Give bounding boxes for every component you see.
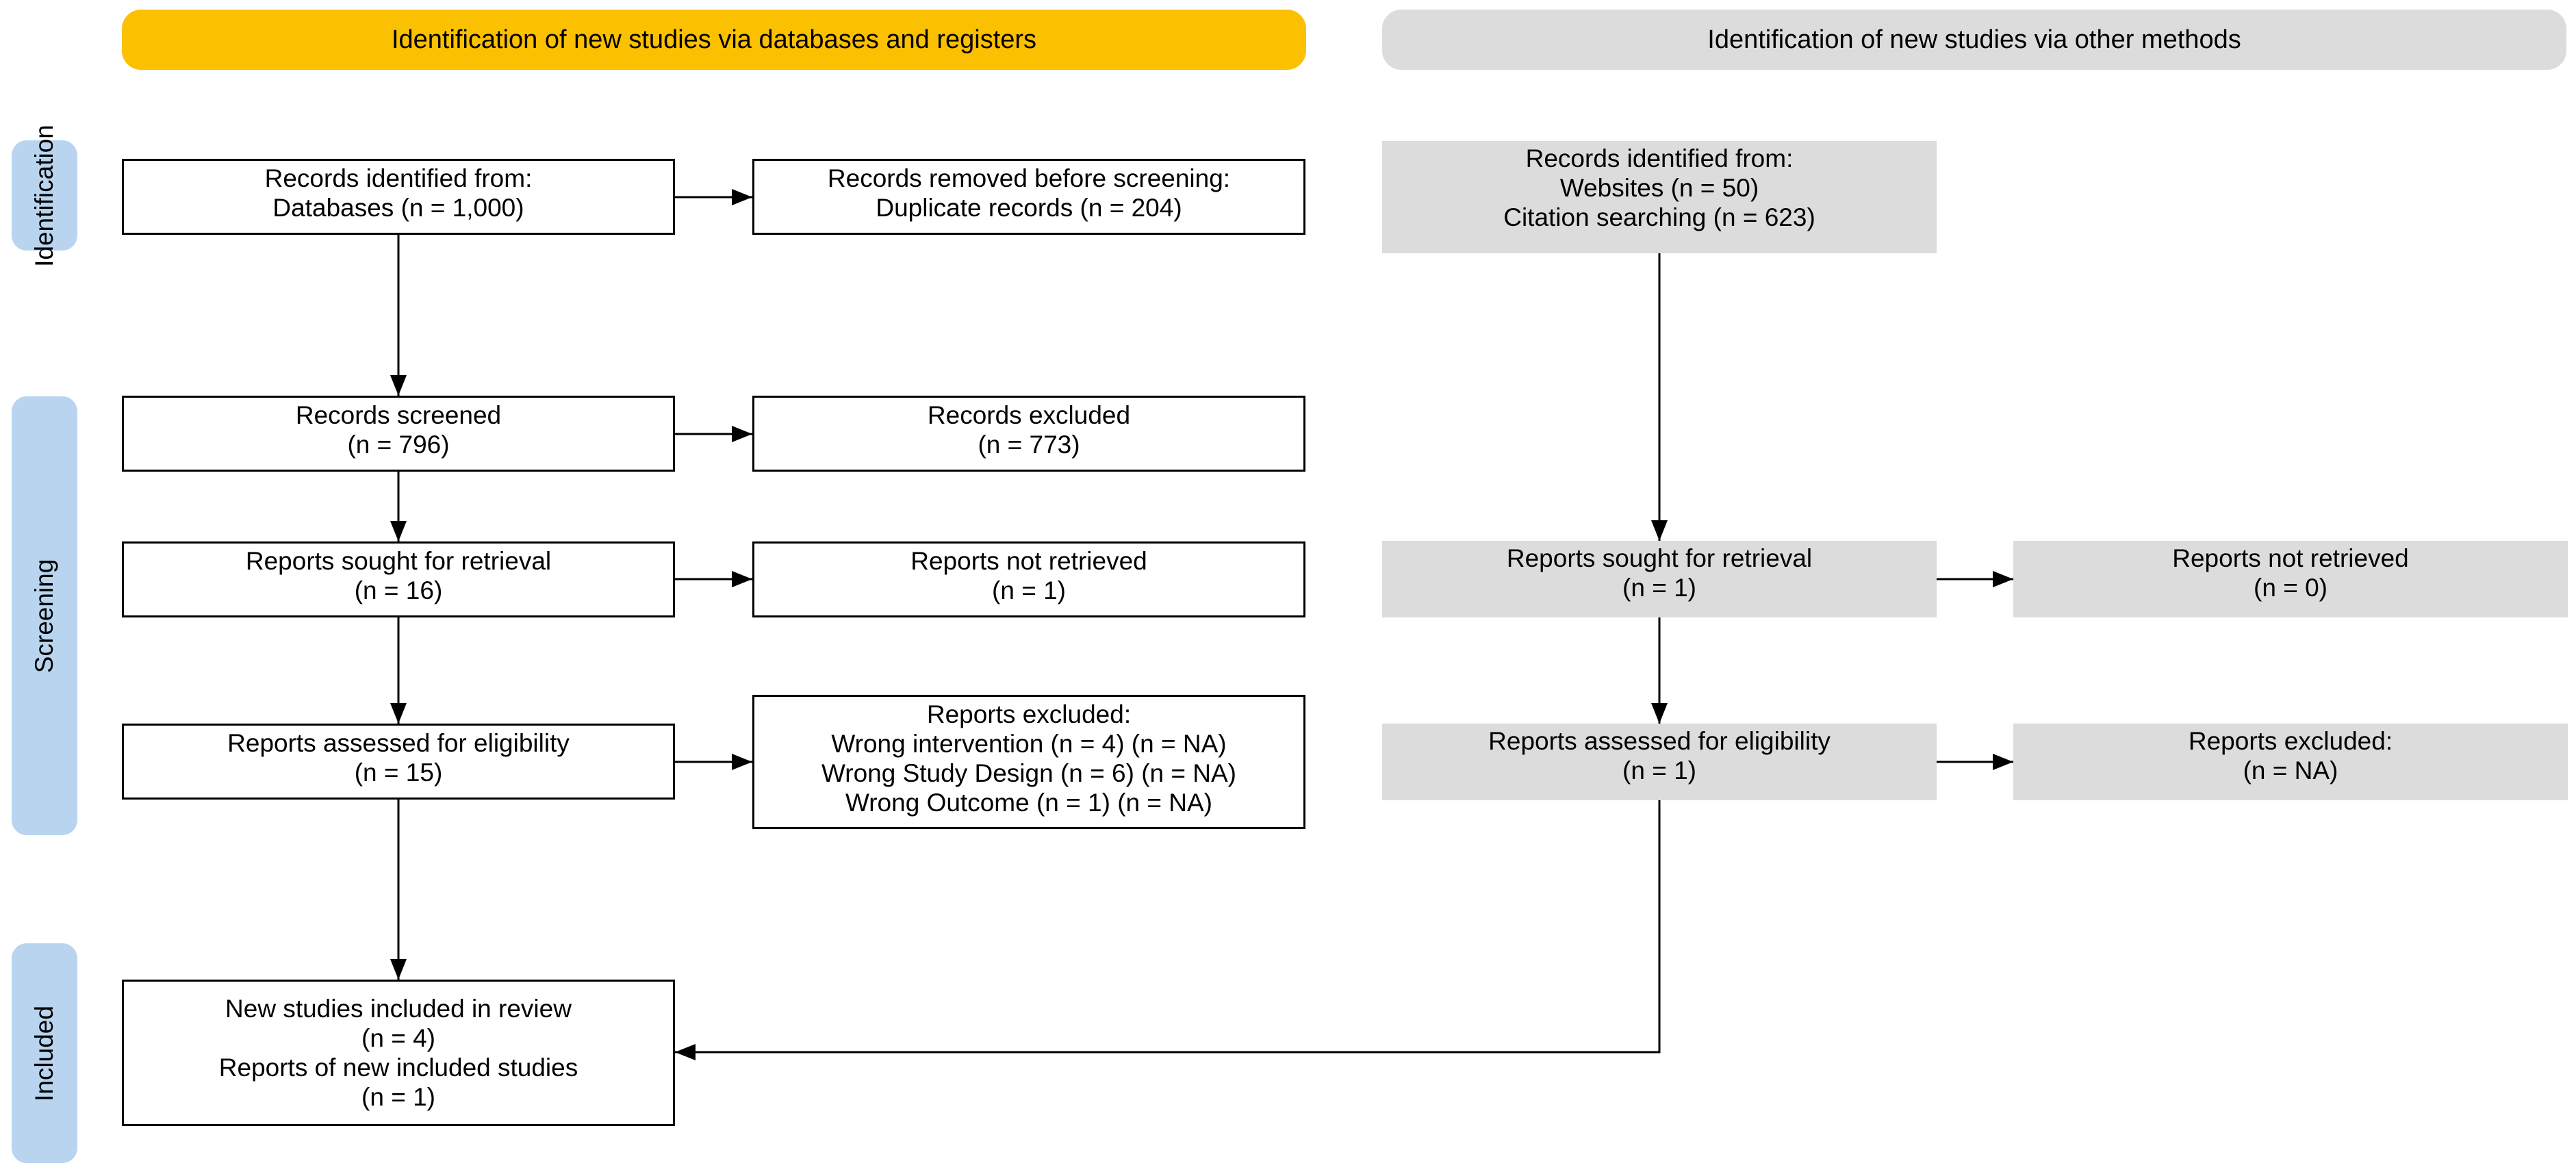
databases-header: Identification of new studies via databa… [122,10,1306,70]
reports-assessed-box: Reports assessed for eligibility (n = 15… [122,724,675,800]
box-line: (n = 16) [354,576,443,604]
box-line: (n = 1) [1622,756,1696,784]
box-line: New studies included in review [225,995,572,1023]
box-line: Records identified from: [264,164,533,192]
records-screened-box: Records screened (n = 796) [122,396,675,472]
box-line: Reports not retrieved [2172,544,2409,572]
box-line: Records identified from: [1525,144,1794,173]
records-removed-box: Records removed before screening: Duplic… [752,159,1305,235]
other-records-identified-box: Records identified from: Websites (n = 5… [1382,141,1937,253]
box-line: (n = NA) [2243,756,2338,784]
reports-not-retrieved-box: Reports not retrieved (n = 1) [752,541,1305,617]
box-line: (n = 1) [1622,574,1696,602]
box-line: Reports assessed for eligibility [227,729,570,757]
box-line: Wrong Outcome (n = 1) (n = NA) [845,789,1212,817]
other-methods-header-label: Identification of new studies via other … [1707,25,2241,54]
box-line: Websites (n = 50) [1559,174,1759,202]
other-reports-assessed-box: Reports assessed for eligibility (n = 1) [1382,724,1937,800]
box-line: Duplicate records (n = 204) [876,194,1182,222]
box-line: Citation searching (n = 623) [1503,203,1815,231]
box-line: Records screened [295,401,502,429]
box-line: (n = 796) [347,431,450,459]
reports-excluded-box: Reports excluded: Wrong intervention (n … [752,695,1305,829]
box-line: Reports excluded: [926,700,1132,728]
box-line: (n = 1) [361,1083,435,1111]
other-reports-excluded-box: Reports excluded: (n = NA) [2013,724,2568,800]
box-line: (n = 1) [992,576,1066,604]
box-line: Reports sought for retrieval [245,547,552,575]
records-identified-box: Records identified from: Databases (n = … [122,159,675,235]
box-line: (n = 15) [354,758,443,787]
box-line: Records excluded [927,401,1131,429]
arrow-other-assessed-to-included [675,800,1661,1060]
box-line: Wrong intervention (n = 4) (n = NA) [831,730,1227,758]
box-line: Reports sought for retrieval [1506,544,1813,572]
phase-screening: Screening [12,396,77,835]
reports-sought-box: Reports sought for retrieval (n = 16) [122,541,675,617]
phase-identification: Identification [12,125,77,266]
phase-identification-label: Identification [30,124,58,267]
box-line: Reports assessed for eligibility [1488,727,1831,755]
box-line: Reports not retrieved [910,547,1147,575]
other-reports-sought-box: Reports sought for retrieval (n = 1) [1382,541,1937,617]
other-reports-not-retrieved-box: Reports not retrieved (n = 0) [2013,541,2568,617]
phase-included: Included [12,943,77,1163]
box-line: (n = 4) [361,1024,435,1052]
box-line: (n = 0) [2254,574,2328,602]
studies-included-box: New studies included in review (n = 4) R… [122,980,675,1126]
box-line: Wrong Study Design (n = 6) (n = NA) [821,759,1236,787]
other-methods-header: Identification of new studies via other … [1382,10,2566,70]
box-line: Databases (n = 1,000) [272,194,524,222]
phase-screening-label: Screening [30,559,58,673]
box-line: Reports excluded: [2188,727,2393,755]
phase-included-label: Included [30,1005,58,1101]
box-line: Reports of new included studies [218,1054,578,1082]
box-line: (n = 773) [978,431,1080,459]
box-line: Records removed before screening: [827,164,1231,192]
databases-header-label: Identification of new studies via databa… [391,25,1037,54]
records-excluded-box: Records excluded (n = 773) [752,396,1305,472]
